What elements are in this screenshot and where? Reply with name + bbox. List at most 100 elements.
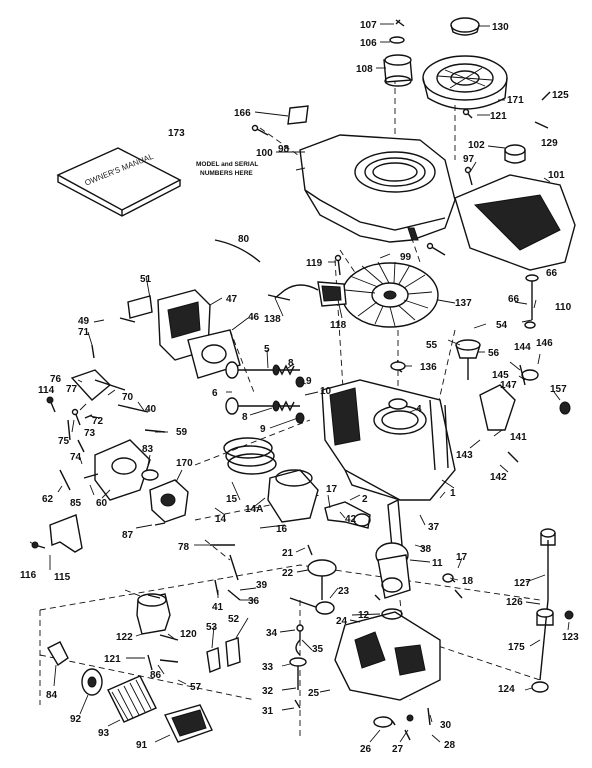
part-label-86: 86 (150, 670, 162, 681)
valve-assembly (225, 361, 305, 424)
part-label-30: 30 (440, 720, 452, 731)
part-label-145: 145 (492, 370, 509, 381)
cylinder-block (321, 379, 456, 501)
part-label-93: 93 (98, 728, 110, 739)
part-label-83: 83 (142, 444, 154, 455)
part-label-87: 87 (122, 530, 134, 541)
part-label-38: 38 (420, 544, 432, 555)
ignition-module (274, 281, 347, 307)
starter-cup-stack (383, 19, 413, 87)
part-label-46: 46 (248, 312, 260, 323)
part-label-100: 100 (256, 148, 273, 159)
part-label-85: 85 (70, 498, 82, 509)
part-label-49: 49 (78, 316, 90, 327)
part-label-92: 92 (70, 714, 82, 725)
part-label-102: 102 (468, 140, 485, 151)
camshaft (289, 559, 337, 615)
part-label-55: 55 (426, 340, 438, 351)
part-label-144: 144 (514, 342, 531, 353)
part-label-62: 62 (42, 494, 54, 505)
part-label-27: 27 (392, 744, 404, 755)
part-label-41: 41 (212, 602, 224, 613)
hardware-fasteners (31, 91, 551, 741)
part-label-71: 71 (78, 327, 90, 338)
label-leader-lines (29, 23, 570, 743)
part-label-137: 137 (455, 298, 472, 309)
part-label-157: 157 (550, 384, 567, 395)
part-label-118: 118 (330, 320, 347, 331)
part-label-35: 35 (312, 644, 324, 655)
part-label-106: 106 (360, 38, 377, 49)
blower-housing (299, 134, 456, 243)
part-label-171: 171 (507, 95, 524, 106)
part-label-116: 116 (20, 570, 37, 581)
part-label-77: 77 (66, 384, 78, 395)
part-label-39: 39 (256, 580, 268, 591)
part-label-12: 12 (358, 610, 370, 621)
part-label-59: 59 (176, 427, 188, 438)
part-label-75: 75 (58, 436, 70, 447)
part-label-53: 53 (206, 622, 218, 633)
part-label-173: 173 (168, 128, 185, 139)
crankcase-cover (334, 608, 441, 701)
part-label-2: 2 (362, 494, 368, 505)
part-label-72: 72 (92, 416, 104, 427)
part-label-57: 57 (190, 682, 202, 693)
part-label-115: 115 (54, 572, 71, 583)
part-label-138: 138 (264, 314, 281, 325)
part-label-120: 120 (180, 629, 197, 640)
muffler (94, 439, 159, 501)
part-label-33: 33 (262, 662, 274, 673)
part-label-16: 16 (276, 524, 288, 535)
part-label-24: 24 (336, 616, 348, 627)
part-label-114: 114 (38, 385, 55, 396)
part-label-4: 4 (416, 404, 422, 415)
throttle-bracket (70, 369, 126, 401)
piston-and-rings (223, 437, 319, 523)
part-label-70: 70 (122, 392, 134, 403)
part-label-127: 127 (514, 578, 531, 589)
part-label-121-left: 121 (104, 654, 121, 665)
part-label-147: 147 (500, 380, 517, 391)
air-cleaner-assembly (47, 641, 213, 743)
part-label-21: 21 (282, 548, 294, 559)
part-label-31: 31 (262, 706, 274, 717)
part-label-26: 26 (360, 744, 372, 755)
part-label-175: 175 (508, 642, 525, 653)
part-label-32: 32 (262, 686, 274, 697)
flywheel (341, 261, 439, 328)
part-label-136: 136 (420, 362, 437, 373)
part-label-17-top: 17 (326, 484, 338, 495)
part-label-14A: 14A (245, 504, 263, 515)
part-label-8-top: 8 (288, 358, 294, 369)
note-line-2: NUMBERS HERE (200, 170, 253, 177)
air-intake-elbow (149, 479, 189, 523)
part-label-121-top: 121 (490, 111, 507, 122)
part-label-101: 101 (548, 170, 565, 181)
part-label-84: 84 (46, 690, 58, 701)
part-label-141: 141 (510, 432, 527, 443)
part-label-42: 42 (345, 514, 357, 525)
part-label-99: 99 (400, 252, 412, 263)
breather-assembly (479, 364, 571, 431)
part-label-22: 22 (282, 568, 294, 579)
part-label-9-mid: 9 (260, 424, 266, 435)
fuel-bowl (136, 593, 179, 663)
part-label-91: 91 (136, 740, 148, 751)
part-label-40: 40 (145, 404, 157, 415)
model-serial-note: MODEL and SERIAL NUMBERS HERE (196, 161, 258, 177)
part-label-78: 78 (178, 542, 190, 553)
part-label-14: 14 (215, 514, 227, 525)
crankshaft (375, 498, 411, 599)
part-label-25: 25 (308, 688, 320, 699)
part-label-108: 108 (356, 64, 373, 75)
part-label-54: 54 (496, 320, 508, 331)
guard-plate (49, 514, 83, 553)
part-label-124: 124 (498, 684, 515, 695)
part-label-142: 142 (490, 472, 507, 483)
part-label-15: 15 (226, 494, 238, 505)
part-label-47: 47 (226, 294, 238, 305)
part-label-52: 52 (228, 614, 240, 625)
part-label-76: 76 (50, 374, 62, 385)
